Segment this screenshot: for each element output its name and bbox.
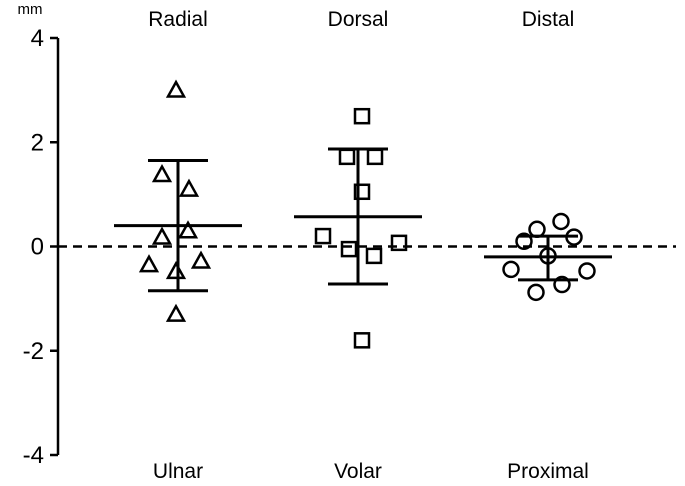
data-point-circle xyxy=(539,247,557,265)
data-point-square xyxy=(314,227,332,245)
data-point-square xyxy=(365,247,383,265)
data-point-triangle xyxy=(178,178,200,197)
y-axis-unit-label: mm xyxy=(18,1,43,18)
data-point-square xyxy=(353,107,371,125)
data-point-circle xyxy=(553,275,571,294)
data-point-circle xyxy=(565,228,583,246)
group-top-label: Dorsal xyxy=(328,8,389,31)
data-point-circle xyxy=(552,212,570,231)
data-point-triangle xyxy=(190,250,212,269)
y-axis: 4 2 0 -2 -4 xyxy=(23,25,60,469)
data-point-triangle xyxy=(177,220,199,239)
group-bottom-label: Proximal xyxy=(507,460,589,483)
y-tick-label: 0 xyxy=(31,234,44,261)
data-point-square xyxy=(390,234,408,252)
data-point-circle xyxy=(527,283,545,302)
y-tick-label: 2 xyxy=(31,129,44,156)
data-point-triangle xyxy=(165,260,187,280)
data-point-triangle xyxy=(138,254,160,273)
data-point-square xyxy=(340,240,358,258)
y-tick-label: 4 xyxy=(31,25,44,52)
data-point-circle xyxy=(515,232,533,251)
data-point-circle xyxy=(502,260,520,279)
data-point-square xyxy=(366,148,384,166)
group-top-label: Radial xyxy=(148,8,208,31)
y-tick-label: -2 xyxy=(23,338,44,365)
data-point-square xyxy=(353,332,371,349)
group-bottom-label: Ulnar xyxy=(153,460,203,483)
group-top-label: Distal xyxy=(522,8,575,31)
data-point-triangle xyxy=(165,303,187,322)
data-point-triangle xyxy=(151,226,173,245)
data-point-square xyxy=(353,183,371,201)
data-point-circle xyxy=(578,262,596,280)
data-point-triangle xyxy=(165,79,187,98)
y-tick-label: -4 xyxy=(23,442,44,469)
data-point-triangle xyxy=(151,163,173,183)
data-point-circle xyxy=(528,220,546,239)
group-bottom-label: Volar xyxy=(334,460,382,483)
data-point-square xyxy=(338,148,356,166)
